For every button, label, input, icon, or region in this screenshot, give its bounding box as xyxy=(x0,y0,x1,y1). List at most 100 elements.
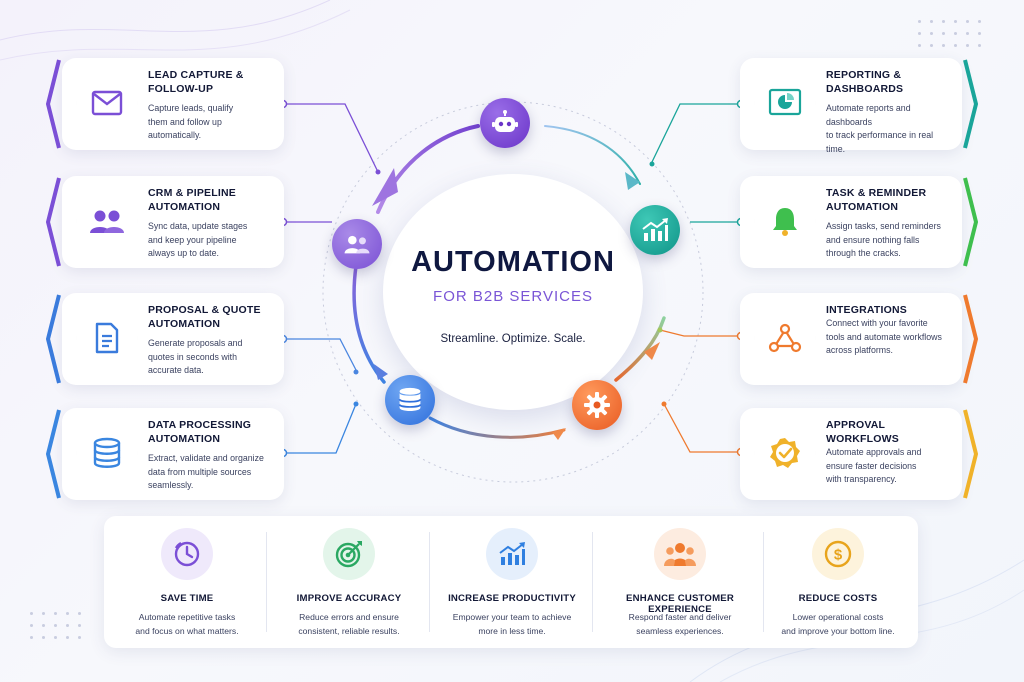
chevron-accent xyxy=(46,59,61,149)
card-crm-pipeline[interactable]: CRM & PIPELINE AUTOMATION Sync data, upd… xyxy=(46,176,284,268)
benefit-description: Respond faster and deliver xyxy=(628,612,732,622)
clock-icon xyxy=(161,528,213,580)
connector-line xyxy=(283,338,357,371)
card-description: Assign tasks, send reminders xyxy=(826,221,941,231)
divider xyxy=(763,532,764,632)
benefit-improve-accuracy: IMPROVE ACCURACY Reduce errors and ensur… xyxy=(268,516,430,648)
divider xyxy=(266,532,267,632)
card-description: tools and automate workflows xyxy=(826,331,942,342)
benefit-title: SAVE TIME xyxy=(160,593,214,604)
card-description: automatically. xyxy=(148,130,202,140)
connector-dot xyxy=(353,401,359,407)
background-swirl xyxy=(0,0,331,41)
chevron-accent xyxy=(963,294,978,384)
card-description: through the cracks. xyxy=(826,248,901,258)
benefit-save-time: SAVE TIME Automate repetitive tasks and … xyxy=(106,516,268,648)
card-integrations[interactable]: INTEGRATIONS Connect with your favorite … xyxy=(740,293,978,385)
chevron-accent xyxy=(963,409,978,499)
card-approval-workflows[interactable]: APPROVAL WORKFLOWS Automate approvals an… xyxy=(740,408,978,500)
card-description: them and follow up xyxy=(148,116,222,127)
connector-line xyxy=(651,103,741,163)
benefit-title: ENHANCE CUSTOMER EXPERIENCE xyxy=(625,593,735,615)
robot-node[interactable] xyxy=(480,98,530,148)
card-description: seamlessly. xyxy=(148,480,194,490)
users-icon xyxy=(76,192,138,250)
dashboard-icon xyxy=(754,74,816,132)
benefit-description: and improve your bottom line. xyxy=(781,626,895,636)
card-task-reminder[interactable]: TASK & REMINDER AUTOMATION Assign tasks,… xyxy=(740,176,978,268)
chevron-accent xyxy=(963,177,978,267)
connector-dot xyxy=(375,169,381,175)
integration-icon xyxy=(754,309,816,367)
connector-line xyxy=(283,403,357,454)
tagline: Streamline. Optimize. Scale. xyxy=(440,333,586,345)
card-title: CRM & PIPELINE xyxy=(148,187,236,199)
reporting-node[interactable] xyxy=(630,205,680,255)
crm-node[interactable] xyxy=(332,219,382,269)
flow-arrow xyxy=(625,172,640,190)
benefit-reduce-costs: $ REDUCE COSTS Lower operational costs a… xyxy=(757,516,919,648)
growth-chart-icon xyxy=(486,528,538,580)
chevron-accent xyxy=(46,294,61,384)
data-node[interactable] xyxy=(385,375,435,425)
background-swirl xyxy=(0,9,351,61)
card-title: AUTOMATION xyxy=(826,201,899,213)
flow-arc xyxy=(352,264,386,384)
target-icon xyxy=(323,528,375,580)
flow-arrow xyxy=(374,364,388,380)
card-title: AUTOMATION xyxy=(148,433,221,445)
envelope-icon xyxy=(76,74,138,132)
card-title: DASHBOARDS xyxy=(826,83,904,95)
card-title: DATA PROCESSING xyxy=(148,419,252,431)
card-title: INTEGRATIONS xyxy=(826,304,907,316)
divider xyxy=(429,532,430,632)
card-description: with transparency. xyxy=(826,474,897,484)
center-hub: AUTOMATION FOR B2B SERVICES Streamline. … xyxy=(383,174,643,410)
card-description: Capture leads, qualify xyxy=(148,103,234,113)
flow-arrow xyxy=(644,342,660,360)
card-description: ensure faster decisions xyxy=(826,460,917,471)
benefit-description: Automate repetitive tasks xyxy=(138,612,236,622)
decorative-dot-grid xyxy=(30,612,81,639)
card-proposal-quote[interactable]: PROPOSAL & QUOTE AUTOMATION Generate pro… xyxy=(46,293,284,385)
card-data-processing[interactable]: DATA PROCESSING AUTOMATION Extract, vali… xyxy=(46,408,284,500)
document-icon xyxy=(76,309,138,367)
database-icon xyxy=(398,387,422,412)
card-description: time. xyxy=(826,143,846,154)
chevron-accent xyxy=(46,409,61,499)
benefit-description: and focus on what matters. xyxy=(135,626,239,636)
chevron-accent xyxy=(963,59,978,149)
card-description: Sync data, update stages xyxy=(148,221,248,231)
connector-dot xyxy=(649,161,655,167)
benefit-increase-productivity: INCREASE PRODUCTIVITY Empower your team … xyxy=(431,516,593,648)
connector-line xyxy=(663,403,741,453)
card-lead-capture[interactable]: LEAD CAPTURE & FOLLOW-UP Capture leads, … xyxy=(46,58,284,150)
benefit-title: REDUCE COSTS xyxy=(798,593,878,604)
card-description: quotes in seconds with xyxy=(148,351,237,362)
card-description: accurate data. xyxy=(148,365,204,375)
card-description: always up to date. xyxy=(148,248,219,258)
flow-arc xyxy=(428,416,566,439)
card-description: data from multiple sources xyxy=(148,466,252,477)
benefit-title: INCREASE PRODUCTIVITY xyxy=(448,593,576,604)
connector-line xyxy=(283,103,379,173)
card-description: to track performance in real xyxy=(826,130,934,140)
card-description: Automate approvals and xyxy=(826,447,922,457)
card-reporting-dashboards[interactable]: REPORTING & DASHBOARDS Automate reports … xyxy=(740,58,978,154)
flow-arrow xyxy=(552,428,566,440)
benefits-panel: SAVE TIME Automate repetitive tasks and … xyxy=(104,516,918,648)
benefit-customer-experience: ENHANCE CUSTOMER EXPERIENCE Respond fast… xyxy=(594,516,766,648)
robot-icon xyxy=(492,110,518,132)
card-title: APPROVAL WORKFLOWS xyxy=(826,419,899,445)
card-title: AUTOMATION xyxy=(148,201,221,213)
svg-text:$: $ xyxy=(834,547,843,564)
decorative-dot-grid xyxy=(918,20,981,47)
card-title: FOLLOW-UP xyxy=(148,83,214,95)
database-icon xyxy=(76,424,138,482)
users-icon xyxy=(344,235,370,254)
flow-arc xyxy=(614,316,666,382)
benefit-description: Lower operational costs xyxy=(792,612,884,622)
gear-node[interactable] xyxy=(572,380,622,430)
connector-line xyxy=(659,329,741,337)
